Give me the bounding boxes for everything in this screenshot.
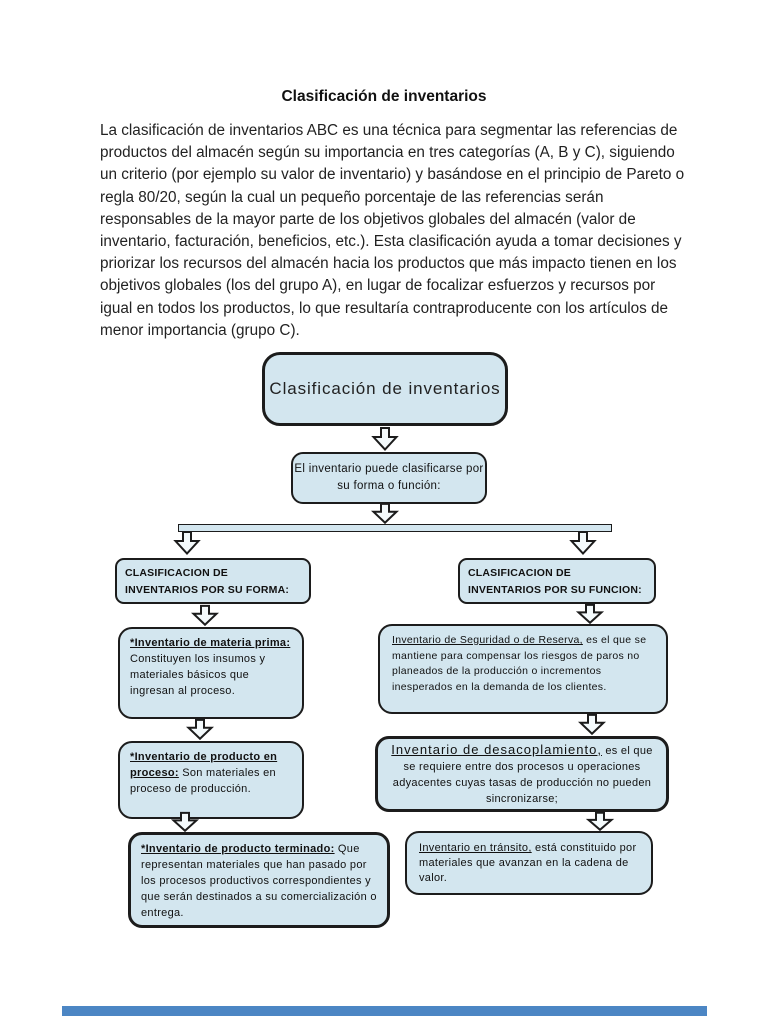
node-lead: *Inventario de producto terminado: [141, 843, 335, 855]
node-text: Constituyen los insumos y materiales bás… [130, 653, 266, 697]
node-lead: Inventario de Seguridad o de Reserva, [392, 634, 583, 646]
down-arrow-icon [372, 503, 398, 524]
node-lead: Inventario de desacoplamiento, [391, 741, 602, 757]
down-arrow-icon [579, 714, 605, 735]
flow-intro-node: El inventario puede clasificarse por su … [291, 452, 487, 504]
flow-node-materia-prima: *Inventario de materia prima: Constituye… [118, 627, 304, 719]
node-text: Que representan materiales que han pasad… [141, 843, 377, 919]
down-arrow-icon [372, 427, 398, 451]
flow-node-en-transito: Inventario en tránsito, está constituido… [405, 831, 653, 895]
node-lead: *Inventario de materia prima: [130, 637, 291, 649]
flow-node-seguridad-reserva: Inventario de Seguridad o de Reserva, es… [378, 624, 668, 714]
intro-paragraph: La clasificación de inventarios ABC es u… [100, 122, 685, 339]
node-lead: *Inventario de producto en proceso: [130, 751, 278, 779]
flow-header-forma-label: CLASIFICACION DE INVENTARIOS POR SU FORM… [125, 567, 290, 597]
node-text: Son materiales en proceso de producción. [130, 767, 276, 795]
page-title: Clasificación de inventarios [281, 88, 487, 105]
flow-node-desacoplamiento: Inventario de desacoplamiento, es el que… [375, 736, 669, 812]
down-arrow-icon [187, 719, 213, 740]
node-text: es el que se requiere entre dos procesos… [392, 744, 653, 805]
node-lead: Inventario en tránsito, [419, 842, 532, 854]
down-arrow-icon [587, 812, 613, 831]
flow-root-label: Clasificación de inventarios [269, 379, 501, 399]
down-arrow-icon [174, 531, 200, 555]
flow-node-producto-en-proceso: *Inventario de producto en proceso: Son … [118, 741, 304, 819]
down-arrow-icon [570, 531, 596, 555]
flow-node-producto-terminado: *Inventario de producto terminado: Que r… [128, 832, 390, 928]
down-arrow-icon [172, 812, 198, 832]
node-text-wrap: Inventario de desacoplamiento, es el que… [388, 742, 656, 807]
flow-header-funcion-label: CLASIFICACION DE INVENTARIOS POR SU FUNC… [468, 567, 642, 597]
flow-header-forma-node: CLASIFICACION DE INVENTARIOS POR SU FORM… [115, 558, 311, 604]
flow-header-funcion-node: CLASIFICACION DE INVENTARIOS POR SU FUNC… [458, 558, 656, 604]
flow-intro-label: El inventario puede clasificarse por su … [294, 462, 484, 492]
down-arrow-icon [577, 604, 603, 624]
page-bottom-accent-bar [62, 1006, 707, 1016]
node-text: está constituido por materiales que avan… [419, 842, 637, 884]
flow-root-node: Clasificación de inventarios [262, 352, 508, 426]
down-arrow-icon [192, 605, 218, 626]
branch-connector-bar [178, 524, 612, 532]
node-text: es el que se mantiene para compensar los… [392, 634, 647, 693]
